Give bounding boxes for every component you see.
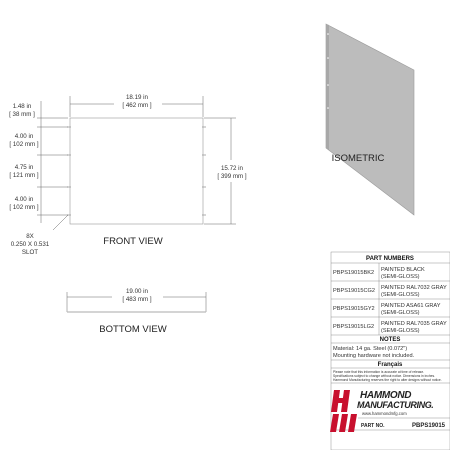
part-desc-1b: (SEMI-GLOSS) [381, 274, 420, 280]
slot-count: 8X [26, 233, 34, 240]
front-view: 18.19 in [ 462 mm ] 1.48 in [ 38 mm ] 4.… [9, 94, 247, 256]
isometric-label: ISOMETRIC [332, 153, 385, 164]
part-desc-2a: PAINTED RAL7032 GRAY [381, 285, 447, 291]
top-offset-mm: [ 38 mm ] [9, 111, 35, 118]
note-material: Material: 14 ga. Steel (0.072") [333, 346, 407, 352]
part-desc-2b: (SEMI-GLOSS) [381, 292, 420, 298]
front-height-in: 15.72 in [221, 165, 244, 172]
bottom-width-mm: [ 483 mm ] [122, 296, 152, 303]
spacing3-mm: [ 102 mm ] [9, 204, 39, 211]
part-desc-4a: PAINTED RAL7035 GRAY [381, 321, 447, 327]
slot-leader [52, 214, 69, 231]
front-width-dimension [69, 96, 204, 117]
part-desc-1a: PAINTED BLACK [381, 267, 425, 273]
front-height-mm: [ 399 mm ] [217, 173, 247, 180]
part-number-2: PBPS19015CG2 [333, 288, 375, 294]
isometric-panel [325, 23, 415, 216]
slot-size: 0.250 X 0.531 [11, 241, 50, 248]
spacing1-mm: [ 102 mm ] [9, 141, 39, 148]
bottom-width-dimension [66, 292, 207, 312]
front-width-mm: [ 462 mm ] [122, 102, 152, 109]
part-desc-3b: (SEMI-GLOSS) [381, 310, 420, 316]
note-hardware: Mounting hardware not included. [333, 353, 415, 359]
hammond-logo [330, 390, 357, 432]
spacing1-in: 4.00 in [15, 133, 34, 140]
top-offset-in: 1.48 in [13, 103, 32, 110]
part-numbers-header: PART NUMBERS [366, 256, 414, 262]
company-name-line1: HAMMOND [360, 390, 411, 401]
spacing3-in: 4.00 in [15, 196, 34, 203]
front-left-dimensions [37, 101, 68, 223]
francais-link[interactable]: Français [378, 362, 403, 368]
front-slots [67, 126, 206, 216]
front-panel-outline [69, 117, 204, 225]
spacing2-mm: [ 121 mm ] [9, 172, 39, 179]
part-number-3: PBPS19015GY2 [333, 306, 375, 312]
spacing2-in: 4.75 in [15, 164, 34, 171]
isometric-panel-edge [326, 24, 329, 150]
notes-header: NOTES [380, 337, 401, 343]
bottom-view: 19.00 in [ 483 mm ] BOTTOM VIEW [66, 288, 207, 335]
title-block [330, 251, 450, 450]
isometric-view: ISOMETRIC [325, 23, 415, 216]
bottom-width-in: 19.00 in [126, 288, 149, 295]
fine-print-1: Please note that this information is acc… [333, 370, 424, 374]
part-number-1: PBPS19015BK2 [333, 270, 374, 276]
company-website[interactable]: www.hammondmfg.com [362, 411, 407, 416]
part-desc-3a: PAINTED ASA61 GRAY [381, 303, 441, 309]
fine-print-3: Hammond Manufacturing reserves the right… [333, 378, 442, 382]
part-no-value: PBPS19015 [412, 423, 446, 429]
part-desc-4b: (SEMI-GLOSS) [381, 328, 420, 334]
company-name-line2: MANUFACTURING. [357, 400, 433, 410]
part-no-label: PART NO. [361, 423, 385, 429]
bottom-view-label: BOTTOM VIEW [99, 324, 166, 335]
part-number-4: PBPS19015LG2 [333, 324, 374, 330]
front-height-dimension [204, 117, 236, 225]
isometric-slots [327, 33, 329, 109]
front-view-label: FRONT VIEW [103, 236, 162, 247]
front-width-in: 18.19 in [126, 94, 149, 101]
fine-print-2: Specifications subject to change without… [333, 374, 435, 378]
slot-label: SLOT [22, 249, 38, 256]
